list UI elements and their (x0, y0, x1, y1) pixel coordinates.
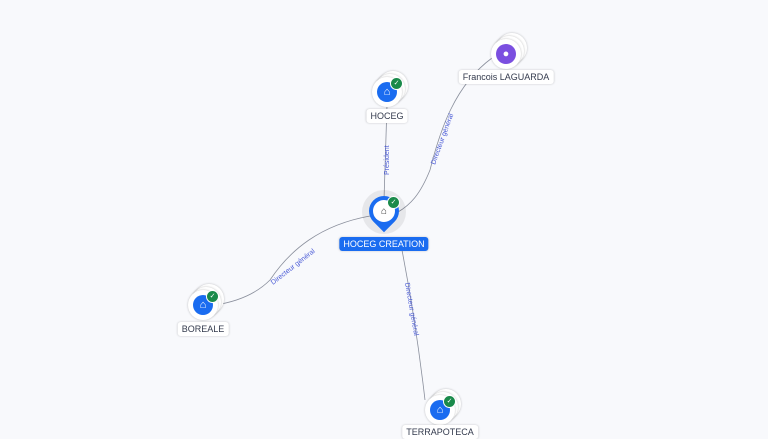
edge-label: Directeur général (270, 248, 317, 287)
person-icon: ● (496, 44, 516, 64)
center-label[interactable]: HOCEG CREATION (339, 237, 429, 251)
verified-icon: ✓ (206, 290, 219, 303)
node-label[interactable]: Francois LAGUARDA (458, 70, 554, 84)
edge-terrapoteca (399, 239, 426, 401)
verified-icon: ✓ (387, 196, 400, 209)
edge-boreale (214, 215, 371, 306)
node-label[interactable]: HOCEG (366, 109, 408, 123)
edge-label: Directeur général (430, 112, 455, 165)
node-label[interactable]: TERRAPOTECA (402, 425, 478, 439)
verified-icon: ✓ (443, 395, 456, 408)
edge-label: Président (384, 145, 391, 175)
node-label[interactable]: BOREALE (177, 322, 229, 336)
verified-icon: ✓ (390, 77, 403, 90)
edge-label: Directeur général (403, 282, 419, 337)
